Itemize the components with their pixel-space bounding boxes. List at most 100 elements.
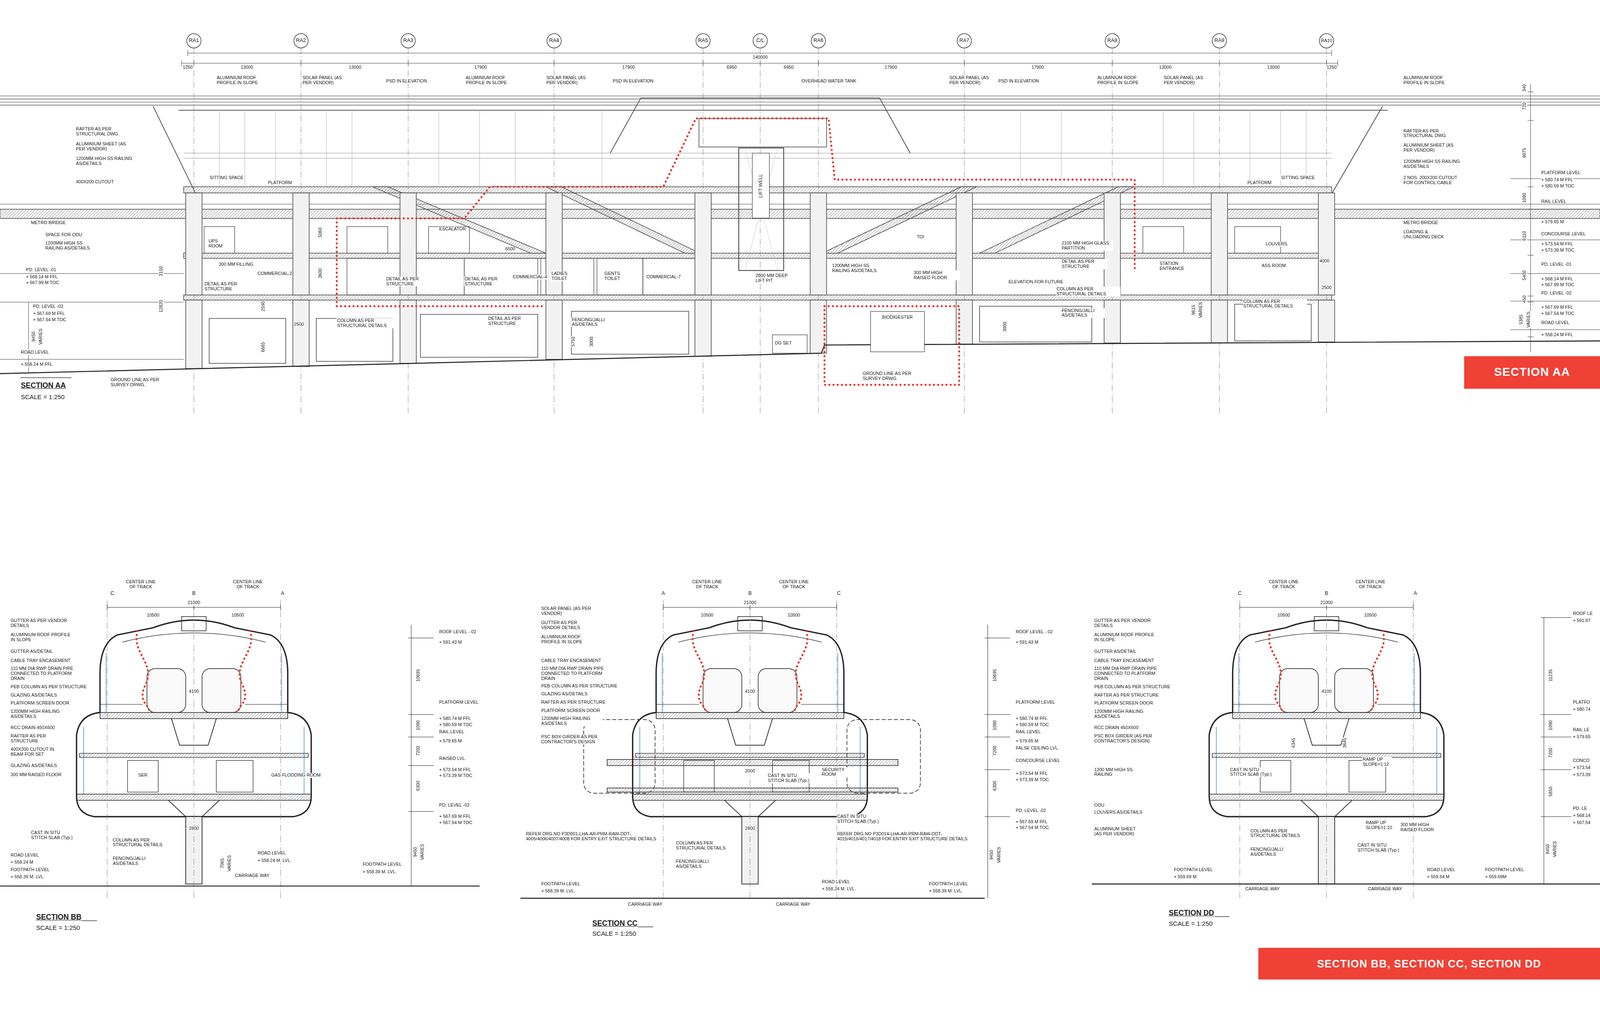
annotation-text: + 567.99 M TOC [1540, 282, 1575, 288]
section-title: SECTION BB [35, 913, 83, 922]
annotation-text: 300 MM FILLING [218, 262, 254, 268]
annotation-text: + 573.54 [1572, 765, 1591, 771]
dimension-text: VARIES [1552, 840, 1558, 858]
dimension-text: 9450 [989, 849, 995, 861]
annotation-text: 300 MM HIGH RAISED FLOOR [1400, 822, 1442, 833]
dimension-text: 9450 [31, 331, 37, 343]
annotation-text: ALUMINIUM ROOF PROFILE IN SLOPE [1402, 75, 1455, 86]
dimension-text: CENTER LINE OF TRACK [122, 579, 159, 590]
annotation-text: GUTTER AS PER VENDOR DETAILS [10, 618, 73, 629]
annotation-text: FENCING/JALLI AS/DETAILS [675, 859, 723, 870]
dimension-text: CENTER LINE OF TRACK [230, 579, 266, 590]
annotation-text: + 580.59 M TOC [1540, 183, 1575, 189]
annotation-text: + 558.24 M FFL [1540, 332, 1574, 338]
section-title: SECTION AA [20, 381, 67, 390]
dimension-text: 8450 [1545, 843, 1551, 855]
annotation-text: PEB COLUMN AS PER STRUCTURE [540, 683, 618, 689]
annotation-text: PSC BOX GIRDER AS PER CONTRACTOR'S DESIG… [540, 734, 603, 745]
annotation-text: 110 MM DIA RWP DRAIN PIPE CONNECTED TO P… [540, 666, 608, 682]
annotation-text: PSD IN ELEVATION [612, 78, 654, 84]
dimension-text: VARIES [1526, 310, 1532, 328]
annotation-text: 300 MM HIGH RAISED FLOOR [913, 270, 960, 281]
dimension-text: 6110 [1522, 230, 1528, 241]
annotation-text: LADIES TOILET [550, 271, 575, 282]
annotation-text: RAFTER AS PER STRUCTURE [10, 733, 62, 744]
annotation-text: LOUVERS [1265, 241, 1288, 247]
annotation-text: DETAIL AS PER STRUCTURE [385, 276, 430, 287]
annotation-text: + 567.99 M TOC [25, 280, 60, 286]
annotation-text: RCC DRAIN 450X600 [1093, 725, 1139, 731]
annotation-text: RAFTER AS PER STRUCTURE [1093, 692, 1159, 698]
dimension-text: VARIES [227, 854, 233, 872]
dimension-text: 7200 [415, 745, 421, 757]
dimension-text: 6665 [260, 341, 266, 353]
annotation-text: 1200MM HIGH RAILING AS/DETAILS [540, 716, 603, 727]
annotation-text: FENCING/JALLI AS/DETAILS [1250, 847, 1297, 858]
annotation-text: FENCING/JALLI AS/DETAILS [112, 856, 159, 867]
dimension-text: VARIES [420, 843, 425, 861]
dimension-text: 6950 [726, 65, 738, 70]
annotation-text: PSD IN ELEVATION [997, 78, 1040, 84]
dimension-text: 17900 [1031, 65, 1045, 70]
dimension-text: 2800 [188, 826, 200, 832]
annotation-text: TOI [916, 234, 925, 240]
annotation-text: 1200 MM HIGH SS RAILING [1093, 767, 1141, 778]
annotation-text: PD. LEVEL -02 [1540, 290, 1573, 296]
annotation-text: SPACE FOR ODU [45, 232, 83, 238]
dimension-text: 7200 [1548, 747, 1554, 759]
dimension-text: 10695 [992, 668, 998, 683]
annotation-text: + 567.54 [1572, 820, 1591, 826]
annotation-text: ALUMINIUM ROOF PROFILE IN SLOPE [10, 632, 73, 643]
dimension-text: RA6 [812, 37, 824, 44]
dimension-text: 5750 [570, 336, 576, 348]
dimension-text: A [280, 591, 285, 597]
annotation-text: 300 MM RAISED FLOOR [10, 772, 62, 778]
annotation-text: OVERHEAD WATER TANK [800, 78, 857, 84]
dimension-text: 3600 [317, 267, 323, 279]
annotation-text: ALUMINIUM SHEET (AS PER VENDOR) [75, 141, 136, 152]
dimension-text: 17900 [884, 65, 898, 70]
dimension-text: CENTER LINE OF TRACK [689, 579, 725, 590]
node-label: LIFT WELL [758, 173, 764, 198]
annotation-text: PSD IN ELEVATION [385, 78, 428, 84]
dimension-text: 1090 [1548, 720, 1554, 731]
annotation-text: UPS ROOM [208, 238, 232, 249]
annotation-text: + 573.54 M FFL [438, 767, 472, 773]
annotation-text: METRO BRIDGE [30, 220, 66, 226]
annotation-text: DG SET [774, 340, 793, 346]
annotation-text: GROUND LINE AS PER SURVEY DRWG. [862, 371, 925, 382]
room-box: BIODIGESTER [870, 311, 925, 353]
dimension-text: 11235 [1548, 669, 1554, 683]
annotation-text: SOLAR PANEL (AS PER VENDOR) [1163, 75, 1210, 86]
dimension-text: 5385 [1518, 314, 1524, 325]
dimension-text: 720 [1522, 102, 1528, 111]
annotation-text: + 559.69 M [1173, 874, 1197, 880]
dimension-text: 17900 [474, 65, 488, 70]
annotation-text: DETAIL AS PER STRUCTURE [464, 276, 508, 287]
dimension-text: 4000 [1319, 258, 1330, 264]
annotation-text: PLATFORM [267, 180, 293, 186]
annotation-text: + 559.54 M [1426, 874, 1450, 880]
dimension-text: 5850 [1548, 786, 1554, 798]
annotation-text: ROOF LEVEL - 02 [438, 629, 477, 635]
dimension-text: 4100 [1321, 689, 1333, 695]
annotation-text: CAST IN SITU STITCH SLAB (Typ.) [30, 830, 78, 841]
annotation-text: + 591.43 M [1015, 640, 1039, 645]
annotation-text: + 580.74 M FFL [1540, 177, 1574, 183]
annotation-text: PEB COLUMN AS PER STRUCTURE [1093, 684, 1171, 690]
annotation-text: RAMP UP SLOPE=1:10 [1365, 820, 1393, 831]
annotation-text: RAISED LVL. [438, 756, 467, 762]
annotation-text: RCC DRAIN 450X600 [10, 725, 55, 731]
annotation-text: COMMERCIAL-2 [257, 271, 293, 277]
annotation-text: SCALE = 1:250 [20, 393, 65, 401]
dimension-text: VARIES [1198, 301, 1204, 319]
section-title: SECTION CC [591, 919, 638, 928]
annotation-text: RAMP UP SLOPE=1:12 [1362, 757, 1392, 768]
annotation-text: + 558.39 M. LVL. [362, 869, 398, 875]
dimension-text: 10500 [787, 612, 801, 618]
annotation-text: ESCALATOR [438, 226, 467, 232]
annotation-text: SECURITY ROOM [821, 767, 851, 778]
annotation-text: CABLE TRAY ENCASEMENT [10, 658, 71, 664]
annotation-text: COMMERCIAL-4 [512, 274, 548, 280]
annotation-text: + 568.14 M FFL [25, 274, 58, 280]
